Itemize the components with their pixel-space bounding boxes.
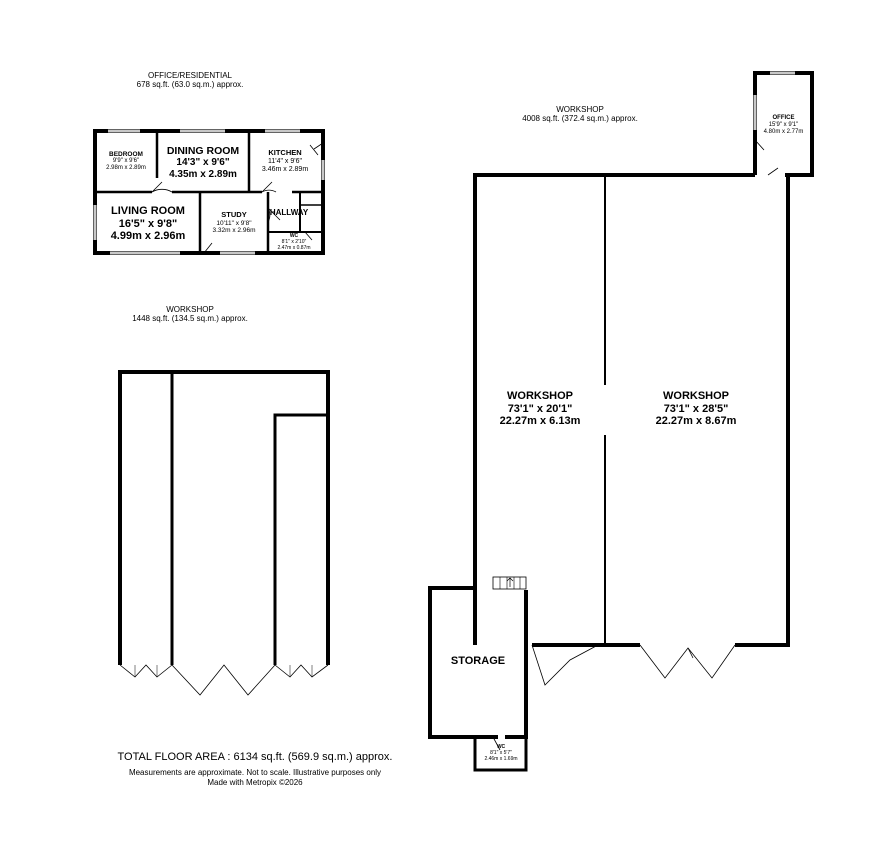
room-metric: 2.98m x 2.89m (106, 165, 146, 172)
room-name: OFFICE (772, 115, 795, 121)
room-name: LIVING ROOM (111, 205, 185, 217)
workshop-left-plan (118, 370, 330, 696)
storage-plan (428, 576, 528, 772)
room-name: DINING ROOM (166, 145, 240, 157)
room-imperial: 8'1" x 5'7" (490, 749, 512, 756)
room-wc-small: WC 8'1" x 2'10" 2.47m x 0.87m (268, 233, 320, 251)
room-metric: 4.80m x 2.77m (763, 128, 804, 135)
room-metric: 22.27m x 6.13m (499, 415, 581, 428)
room-metric: 4.99m x 2.96m (110, 230, 186, 243)
workshop-left-title: WORKSHOP (166, 305, 214, 314)
room-metric: 2.46m x 1.69m (484, 755, 518, 762)
room-name: WC (289, 233, 299, 239)
room-imperial: 10'11" x 9'8" (216, 219, 252, 227)
total-floor-area: TOTAL FLOOR AREA : 6134 sq.ft. (569.9 sq… (117, 751, 393, 763)
room-imperial: 11'4" x 9'6" (268, 157, 302, 165)
room-name: STUDY (221, 210, 247, 219)
room-living: LIVING ROOM 16'5" x 9'8" 4.99m x 2.96m (97, 205, 199, 243)
room-metric: 3.46m x 2.89m (261, 165, 309, 173)
residential-title: OFFICE/RESIDENTIAL (147, 71, 232, 80)
room-imperial: 73'1" x 28'5" (663, 402, 729, 415)
workshop-right-title: WORKSHOP (556, 105, 604, 114)
room-name: BEDROOM (109, 151, 143, 158)
room-dining: DINING ROOM 14'3" x 9'6" 4.35m x 2.89m (158, 145, 248, 180)
room-storage: STORAGE (450, 655, 506, 667)
room-kitchen: KITCHEN 11'4" x 9'6" 3.46m x 2.89m (250, 148, 320, 174)
disclaimer: Measurements are approximate. Not to sca… (128, 768, 382, 777)
room-metric: 3.32m x 2.96m (212, 227, 256, 235)
residential-plan (93, 129, 325, 255)
room-metric: 22.27m x 8.67m (655, 415, 737, 428)
room-imperial: 73'1" x 20'1" (507, 402, 573, 415)
room-metric: 4.35m x 2.89m (169, 168, 237, 180)
room-hallway: HALLWAY (269, 208, 309, 217)
credit: Made with Metropix ©2026 (207, 778, 303, 787)
room-workshop-a: WORKSHOP 73'1" x 20'1" 22.27m x 6.13m (478, 390, 602, 428)
room-name: WC (496, 744, 506, 750)
room-imperial: 15'9" x 9'1" (768, 121, 799, 128)
room-name: WORKSHOP (663, 390, 729, 402)
workshop-right-plan (473, 71, 814, 686)
room-wc-storage: WC 8'1" x 5'7" 2.46m x 1.69m (476, 744, 526, 762)
room-imperial: 8'1" x 2'10" (281, 238, 307, 245)
room-name: WORKSHOP (507, 390, 573, 402)
workshop-right-area: 4008 sq.ft. (372.4 sq.m.) approx. (522, 114, 638, 123)
room-name: KITCHEN (268, 148, 302, 157)
workshop-left-area: 1448 sq.ft. (134.5 sq.m.) approx. (132, 314, 248, 323)
room-workshop-b: WORKSHOP 73'1" x 28'5" 22.27m x 8.67m (630, 390, 762, 428)
room-bedroom: BEDROOM 9'9" x 9'6" 2.98m x 2.89m (97, 151, 155, 172)
room-metric: 2.47m x 0.87m (277, 244, 311, 251)
room-study: STUDY 10'11" x 9'8" 3.32m x 2.96m (201, 210, 267, 235)
room-imperial: 9'9" x 9'6" (112, 158, 140, 165)
room-office: OFFICE 15'9" x 9'1" 4.80m x 2.77m (756, 115, 811, 136)
residential-area: 678 sq.ft. (63.0 sq.m.) approx. (136, 80, 244, 89)
room-imperial: 14'3" x 9'6" (176, 157, 230, 169)
room-imperial: 16'5" x 9'8" (118, 217, 178, 230)
